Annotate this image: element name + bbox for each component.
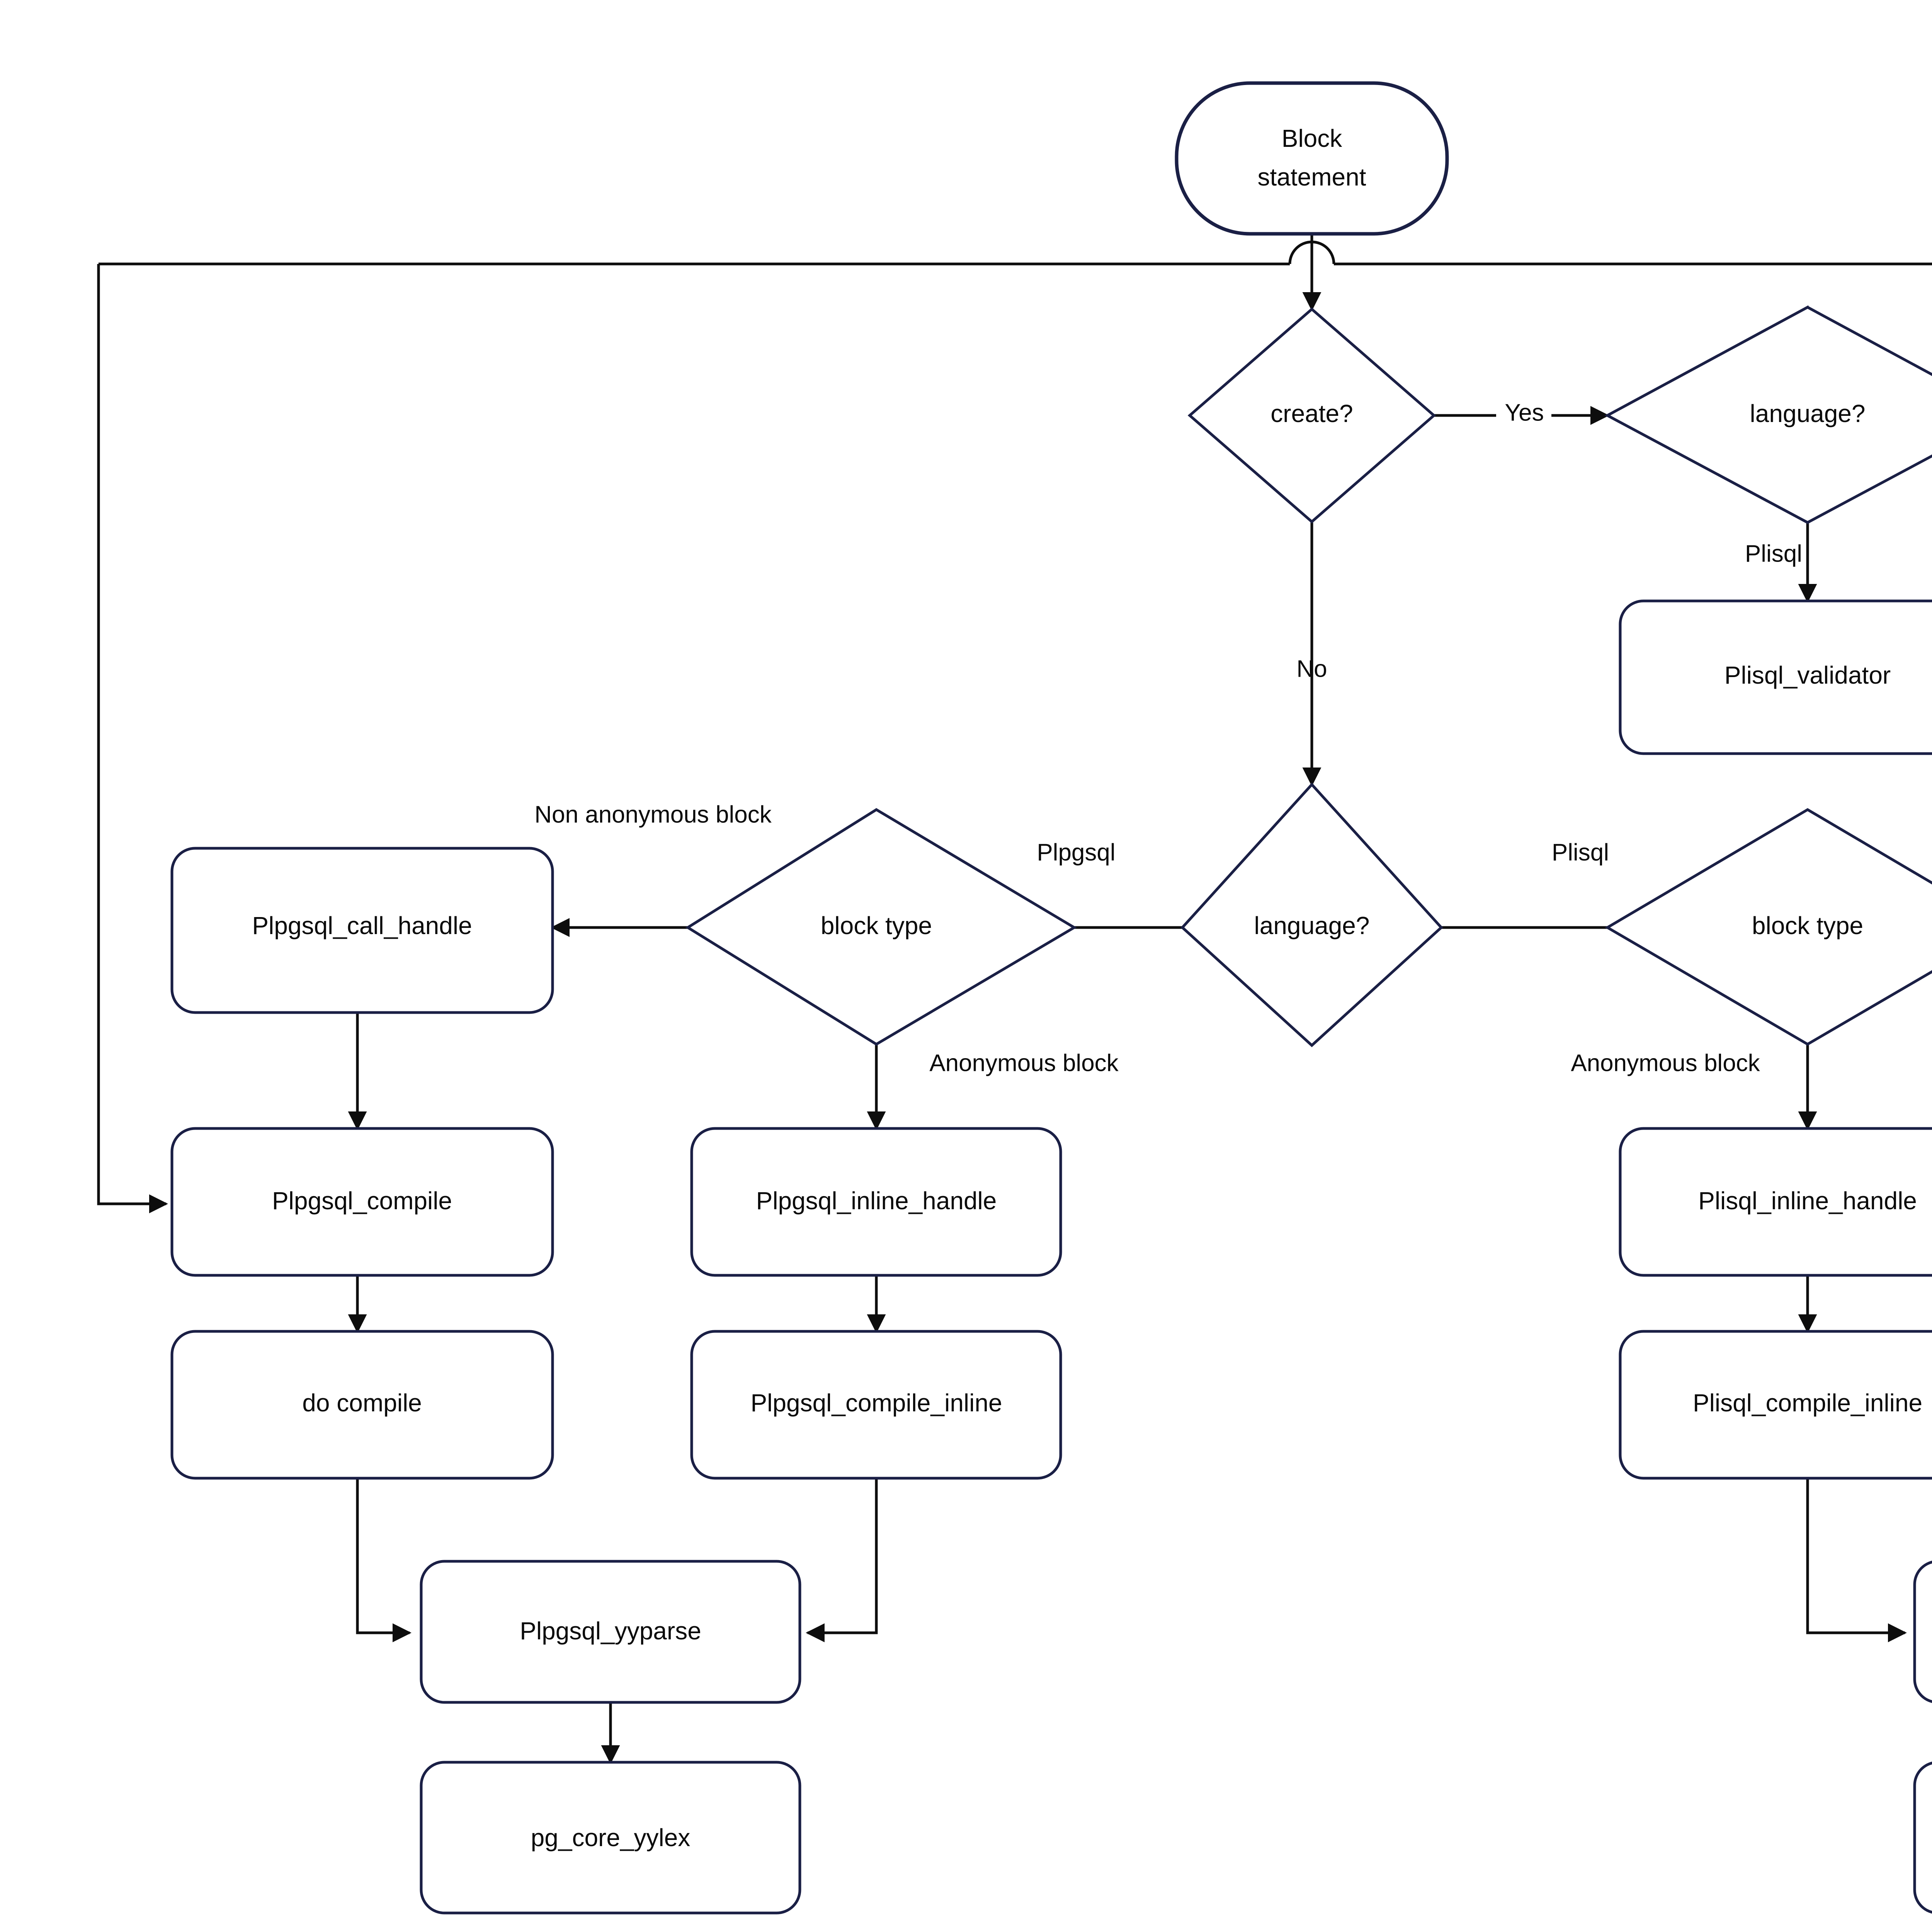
node-block-statement[interactable]: Block statement bbox=[1175, 81, 1449, 236]
node-plisql-validator[interactable]: Plisql_validator bbox=[1619, 599, 1932, 755]
node-pg-core-yylex[interactable]: pg_core_yylex bbox=[420, 1761, 801, 1915]
node-plpgsql-compile-inline-label: Plpgsql_compile_inline bbox=[750, 1389, 1002, 1417]
node-plpgsql-yyparse[interactable]: Plpgsql_yyparse bbox=[420, 1560, 801, 1704]
node-language-main-decision[interactable]: language? bbox=[1180, 782, 1443, 1047]
edge-feedback-left-down bbox=[97, 264, 168, 1213]
edge-label-plisql-top: Plisql bbox=[1745, 540, 1802, 567]
node-block-type-right-decision[interactable]: block type bbox=[1605, 808, 1932, 1046]
node-block-type-left-decision[interactable]: block type bbox=[685, 808, 1077, 1046]
node-block-statement-label-line2: statement bbox=[1257, 163, 1366, 191]
edge-label-plpgsql-main: Plpgsql bbox=[1037, 839, 1115, 866]
node-plisql-inline-handle[interactable]: Plisql_inline_handle bbox=[1619, 1127, 1932, 1277]
node-plpgsql-inline-handle[interactable]: Plpgsql_inline_handle bbox=[690, 1127, 1062, 1277]
node-plisql-yyparse[interactable]: Plisql_yyparse bbox=[1913, 1561, 1932, 1703]
node-pg-core-yylex-label: pg_core_yylex bbox=[531, 1824, 690, 1852]
edge-label-yes: Yes bbox=[1505, 399, 1544, 426]
edge-label-plisql-main: Plisql bbox=[1552, 839, 1609, 866]
node-plpgsql-yyparse-label: Plpgsql_yyparse bbox=[520, 1617, 701, 1645]
node-ora-core-yylex[interactable]: ora_core_yylex bbox=[1913, 1761, 1932, 1914]
node-language-top-decision[interactable]: language? bbox=[1604, 305, 1932, 524]
edge-label-no: No bbox=[1296, 655, 1327, 682]
node-language-main-decision-label: language? bbox=[1254, 912, 1370, 939]
node-plpgsql-call-handle-label: Plpgsql_call_handle bbox=[252, 912, 472, 939]
edge-docompile-left-to-yyparse bbox=[356, 1477, 412, 1642]
node-language-top-decision-label: language? bbox=[1750, 400, 1866, 427]
node-do-compile-left-label: do compile bbox=[302, 1389, 422, 1417]
node-plpgsql-compile[interactable]: Plpgsql_compile bbox=[170, 1127, 554, 1277]
node-create-decision-label: create? bbox=[1270, 400, 1353, 427]
node-plpgsql-call-handle[interactable]: Plpgsql_call_handle bbox=[170, 847, 554, 1014]
node-plisql-validator-label: Plisql_validator bbox=[1725, 661, 1891, 689]
edge-plisqlcompileinline-to-yyparse bbox=[1806, 1477, 1907, 1642]
node-plpgsql-inline-handle-label: Plpgsql_inline_handle bbox=[756, 1187, 997, 1215]
node-plisql-compile-inline[interactable]: Plisql_compile_inline bbox=[1619, 1330, 1932, 1480]
edge-plpgsqlcompileinline-to-yyparse bbox=[806, 1477, 878, 1642]
node-plpgsql-compile-inline[interactable]: Plpgsql_compile_inline bbox=[690, 1330, 1062, 1480]
node-create-decision[interactable]: create? bbox=[1187, 307, 1436, 524]
node-plpgsql-compile-label: Plpgsql_compile bbox=[272, 1187, 452, 1215]
edge-label-anon-right: Anonymous block bbox=[1571, 1050, 1760, 1076]
node-block-type-left-decision-label: block type bbox=[821, 912, 932, 939]
node-plisql-inline-handle-label: Plisql_inline_handle bbox=[1698, 1187, 1917, 1215]
edge-label-anon-left: Anonymous block bbox=[929, 1050, 1119, 1076]
node-block-statement-label-line1: Block bbox=[1282, 124, 1343, 152]
edge-label-non-anon-left: Non anonymous block bbox=[534, 801, 772, 828]
node-block-type-right-decision-label: block type bbox=[1752, 912, 1863, 939]
node-plisql-compile-inline-label: Plisql_compile_inline bbox=[1693, 1389, 1922, 1417]
node-do-compile-left[interactable]: do compile bbox=[170, 1330, 554, 1480]
